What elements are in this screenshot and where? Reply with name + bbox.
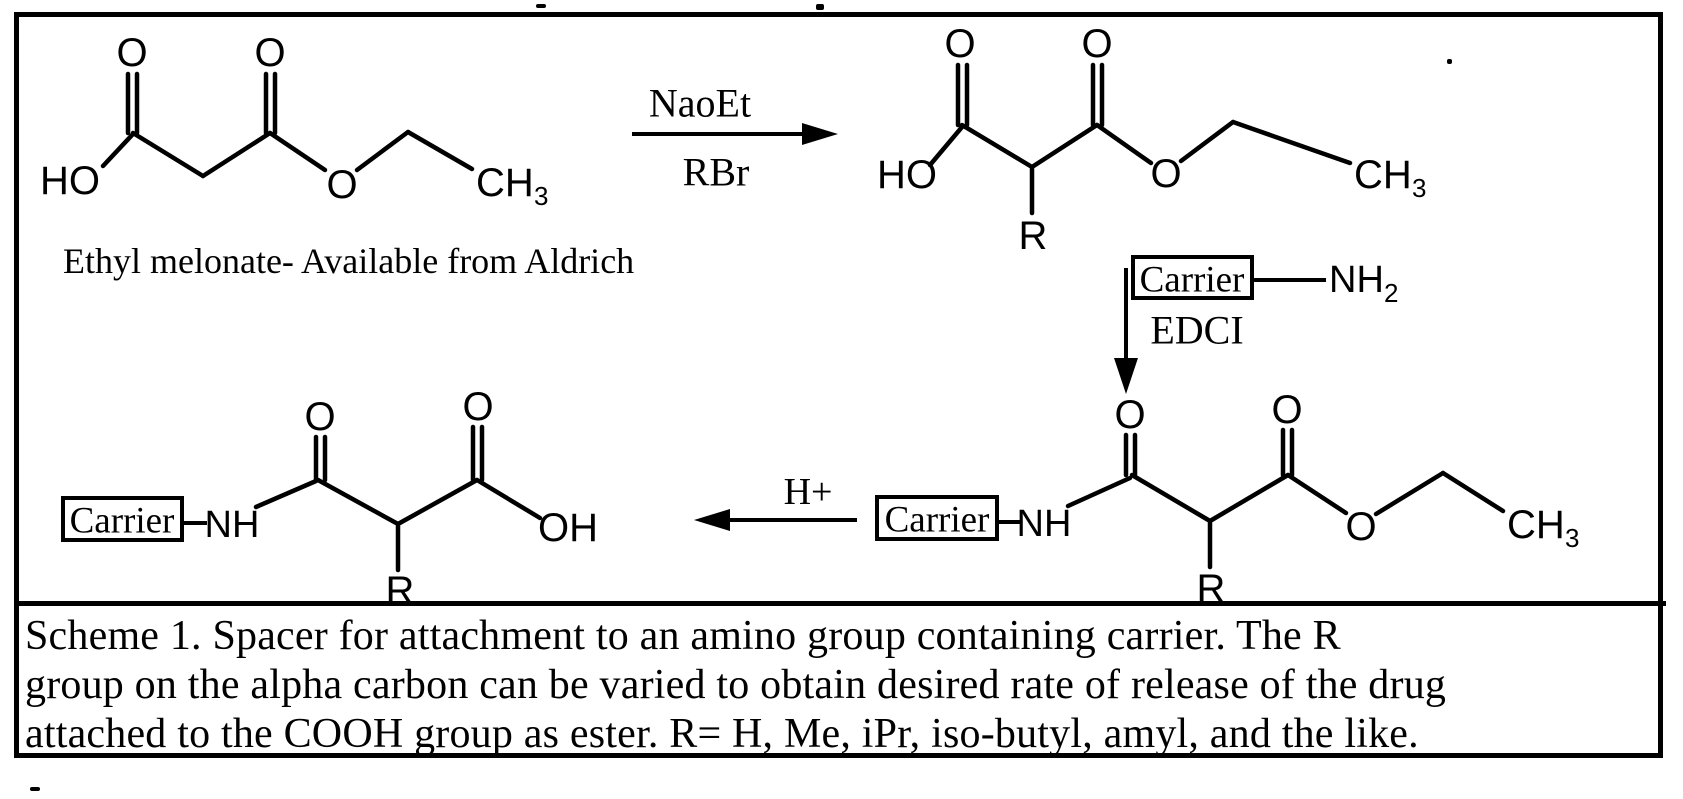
carrier-box xyxy=(875,495,999,541)
bond xyxy=(405,129,475,172)
structure-ethyl-malonate: O HO O O CH 3 xyxy=(40,31,548,211)
bond xyxy=(253,478,319,510)
bond xyxy=(1178,119,1236,164)
methyl-subscript: 3 xyxy=(1565,523,1579,553)
caption-line-1: Scheme 1. Spacer for attachment to an am… xyxy=(25,613,1341,659)
structure-carrier-amide-acid: Carrier NH O R O OH xyxy=(61,385,598,610)
carrier-label: Carrier xyxy=(70,501,175,542)
bond xyxy=(100,131,136,169)
carbonyl-oxygen-label: O xyxy=(1081,22,1112,66)
carbonyl-oxygen-label: O xyxy=(304,395,335,439)
carrier-box xyxy=(1131,255,1254,300)
structure-alkylated-malonate: O HO R O O CH 3 xyxy=(877,22,1426,258)
figure-border xyxy=(14,12,1663,758)
caption-line-3: attached to the COOH group as ester. R= … xyxy=(25,711,1419,757)
scan-artifact xyxy=(536,4,546,8)
reaction-arrow-step2: Carrier NH 2 EDCI xyxy=(1114,255,1398,394)
carbonyl-oxygen-label: O xyxy=(254,31,285,75)
reaction-arrow-step1: NaoEt RBr xyxy=(632,81,838,191)
arrow-head-down xyxy=(1114,358,1138,394)
bond xyxy=(1285,472,1349,516)
carrier-label: Carrier xyxy=(885,500,990,541)
methyl-subscript: 3 xyxy=(1412,173,1426,203)
bond xyxy=(315,477,401,527)
arrow-head-right xyxy=(802,123,838,145)
acid-hydroxyl-label: OH xyxy=(538,506,598,550)
bond xyxy=(927,124,965,168)
ester-oxygen-label: O xyxy=(326,163,357,207)
carbonyl-oxygen-label: O xyxy=(1271,388,1302,432)
caption-divider xyxy=(16,601,1666,606)
bond xyxy=(1094,122,1154,166)
reagent-edci: EDCI xyxy=(1150,308,1243,353)
reagent-h-plus: H+ xyxy=(784,471,833,513)
bond xyxy=(200,130,273,179)
reagent-naoet: NaoEt xyxy=(649,81,751,126)
carrier-box xyxy=(61,496,184,542)
carbonyl-oxygen-label: O xyxy=(1114,393,1145,437)
compound1-label: Ethyl melonate- Available from Aldrich xyxy=(63,241,635,281)
bond xyxy=(267,130,328,173)
methyl-label: CH xyxy=(476,161,534,205)
scan-artifact xyxy=(30,787,40,791)
hydroxyl-label: HO xyxy=(40,159,100,203)
bond xyxy=(354,129,411,173)
amine-nh2-label: NH xyxy=(1329,259,1384,301)
ester-oxygen-label: O xyxy=(1150,152,1181,196)
bond xyxy=(1440,470,1506,514)
bond xyxy=(1129,472,1213,524)
methyl-label: CH xyxy=(1507,503,1565,547)
reaction-arrow-step3: H+ xyxy=(694,471,857,531)
scan-artifact xyxy=(816,4,824,10)
carbonyl-oxygen-label: O xyxy=(462,385,493,429)
caption-line-2: group on the alpha carbon can be varied … xyxy=(25,662,1447,708)
amine-subscript: 2 xyxy=(1384,278,1398,308)
r-group-label: R xyxy=(1019,214,1048,258)
reagent-rbr: RBr xyxy=(683,150,750,191)
ester-oxygen-label: O xyxy=(1345,505,1376,549)
methyl-label: CH xyxy=(1354,153,1412,197)
bond xyxy=(395,477,480,527)
arrow-head-left xyxy=(694,509,730,531)
bond xyxy=(1065,475,1133,509)
carbonyl-oxygen-label: O xyxy=(944,22,975,66)
amide-nh-label: NH xyxy=(1017,503,1072,545)
amide-nh-label: NH xyxy=(205,504,260,546)
scan-artifact xyxy=(1447,59,1452,64)
r-group-label: R xyxy=(1197,567,1226,610)
bond xyxy=(474,477,543,521)
bond xyxy=(1029,122,1100,170)
structure-carrier-amide-ester: Carrier NH O R O O CH 3 xyxy=(875,388,1579,610)
bond xyxy=(1230,119,1353,166)
bond xyxy=(959,122,1035,170)
bond xyxy=(1207,472,1291,524)
carbonyl-oxygen-label: O xyxy=(116,31,147,75)
r-group-label: R xyxy=(386,569,415,610)
carrier-label: Carrier xyxy=(1140,260,1245,301)
methyl-subscript: 3 xyxy=(534,181,548,211)
hydroxyl-label: HO xyxy=(877,153,937,197)
bond xyxy=(1373,470,1446,517)
bond xyxy=(130,130,206,179)
